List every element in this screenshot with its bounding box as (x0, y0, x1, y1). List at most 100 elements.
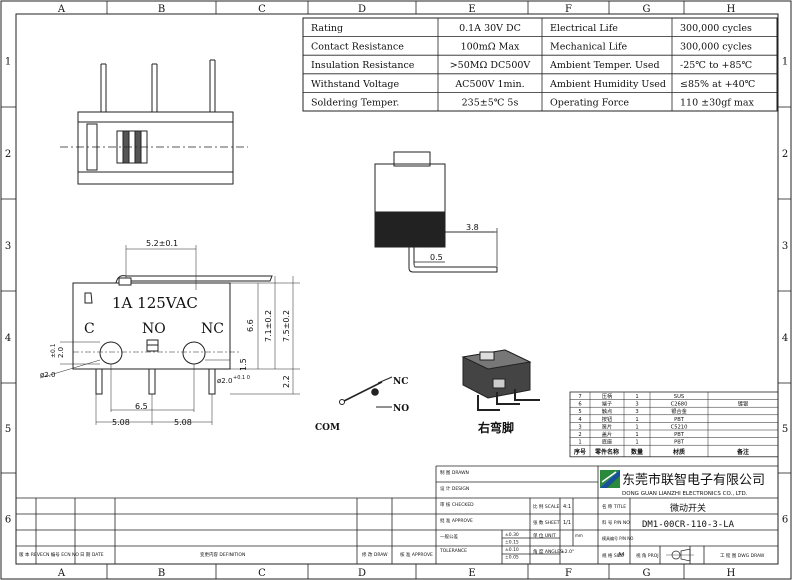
rev-header: ECN 编号 ECN NO (40, 551, 79, 558)
tb-left-label: 审 核 CHECKED (440, 501, 474, 508)
grid-row-right-2: 2 (782, 149, 788, 160)
tol-value: ±0.30 (505, 532, 519, 538)
bom-cell: 1 (635, 440, 638, 446)
spec-cell: Ambient Humidity Used (549, 79, 666, 90)
sheet-label: 张 数 SHEET (533, 519, 560, 526)
grid-row-left-1: 1 (5, 57, 11, 68)
grid-col-bottom-G: G (643, 568, 651, 579)
dim-pitch-left: 5.08 (112, 418, 130, 427)
dim-hole-left-tol: ±0.1 (50, 343, 57, 358)
grid-row-right-5: 5 (782, 424, 788, 435)
company-name-en: DONG GUAN LIANZHI ELECTRONICS CO., LTD. (622, 491, 748, 497)
spec-cell: Mechanical Life (550, 42, 628, 53)
grid-col-bottom-F: F (565, 568, 572, 579)
caption-3d: 右弯脚 (477, 420, 514, 435)
bom-cell: 触点 (602, 407, 612, 415)
spec-cell: Rating (311, 23, 343, 34)
tol-value: ±0.10 (505, 547, 519, 553)
dim-hole-dia: ø2.0 (40, 371, 55, 379)
drawing-no-label: 工 程 图 DWG DRAW (720, 552, 765, 559)
rev-header: 变更内容 DEFINITION (200, 551, 245, 558)
bom-cell: 6 (578, 402, 581, 408)
dim-h22: 2.2 (282, 375, 291, 388)
bom-header: 数量 (631, 448, 643, 456)
grid-row-right-3: 3 (782, 241, 788, 252)
spec-cell: 110 ±30gf max (680, 97, 754, 108)
bom-cell: 1 (635, 417, 638, 423)
bom-cell: 按钮 (602, 415, 612, 423)
switch-3d-sketch (461, 349, 540, 411)
grid-col-bottom-H: H (727, 568, 736, 579)
spec-cell: 300,000 cycles (680, 23, 752, 34)
inner-border (15, 13, 779, 565)
dim-h15: 1.5 (239, 358, 248, 371)
top-view (60, 59, 248, 185)
tb-left-label: 批 准 APPROVE (440, 517, 473, 524)
dim-side-05: 0.5 (430, 253, 443, 262)
spec-cell: ≤85% at +40℃ (680, 79, 756, 90)
grid-col-top-H: H (727, 4, 736, 15)
bom-cell: PBT (674, 432, 685, 438)
bom-cell: 4 (578, 417, 582, 423)
bom-cell: 镀银 (738, 400, 749, 408)
grid-col-top-A: A (57, 4, 66, 15)
tb-left-label: TOLERANCE (439, 548, 467, 554)
proj-label: 视 角 PROJ (636, 552, 659, 559)
company-logo (600, 470, 620, 488)
grid-col-top-D: D (358, 4, 366, 15)
model-label: 模具编号 P/N NO (602, 535, 633, 541)
grid-row-left-5: 5 (5, 424, 11, 435)
grid-row-right-6: 6 (782, 515, 788, 526)
bom-cell: 1 (635, 394, 638, 400)
grid-row-left-4: 4 (5, 333, 11, 344)
spec-cell: Insulation Resistance (311, 60, 415, 71)
dim-hole-right-tol: +0.1 0 (233, 375, 250, 381)
bom-cell: 盖片 (602, 430, 612, 438)
part-name: 微动开关 (670, 502, 706, 514)
rev-header: 日 期 DATE (80, 552, 104, 558)
front-rating: 1A 125VAC (112, 294, 198, 312)
bom-cell: C5210 (671, 424, 688, 430)
spec-cell: 0.1A 30V DC (459, 23, 521, 34)
tol-value: ±0.15 (505, 540, 519, 546)
bom-cell: PBT (674, 417, 685, 423)
schematic-com: COM (315, 423, 340, 433)
spec-cell: Ambient Temper. Used (549, 60, 660, 71)
bom-header: 材质 (672, 448, 685, 456)
bom-cell: 1 (635, 432, 638, 438)
bom-header: 零件名称 (594, 448, 619, 456)
spec-cell: Operating Force (550, 97, 629, 108)
unit-value: mm (575, 533, 583, 538)
bom-cell: 银合金 (671, 407, 687, 415)
front-com-label: C (84, 321, 95, 337)
bom-cell: 1 (578, 440, 581, 446)
front-nc-label: NC (201, 321, 224, 337)
sheet-mark: A4 (618, 552, 625, 558)
bom-cell: 端子 (602, 400, 612, 408)
rev-header: 核 准 APPROVE (400, 551, 433, 558)
grid-col-top-G: G (643, 4, 651, 15)
switch-schematic (339, 376, 393, 408)
dim-pitch-right: 5.08 (174, 418, 192, 427)
bom-cell: 2 (578, 432, 581, 438)
sheet-value: 1/1 (563, 520, 571, 526)
schematic-no: NO (393, 404, 409, 414)
grid-col-bottom-B: B (158, 568, 165, 579)
title-label: 名 称 TITLE (602, 503, 626, 510)
company-name-cn: 东莞市联智电子有限公司 (622, 472, 765, 488)
dim-hole-left: 2.0 (57, 347, 65, 358)
unit-label: 单 位 UNIT (533, 532, 556, 539)
bom-cell: 3 (578, 424, 581, 430)
spec-cell: 300,000 cycles (680, 42, 752, 53)
grid-row-right-1: 1 (782, 57, 788, 68)
dim-side-38: 3.8 (466, 223, 479, 232)
dim-h66: 6.6 (246, 319, 255, 332)
rev-header: 版 本 REV (19, 551, 41, 558)
tb-left-label: 制 图 DRAWN (440, 469, 469, 476)
spec-cell: >50MΩ DC500V (450, 60, 531, 71)
